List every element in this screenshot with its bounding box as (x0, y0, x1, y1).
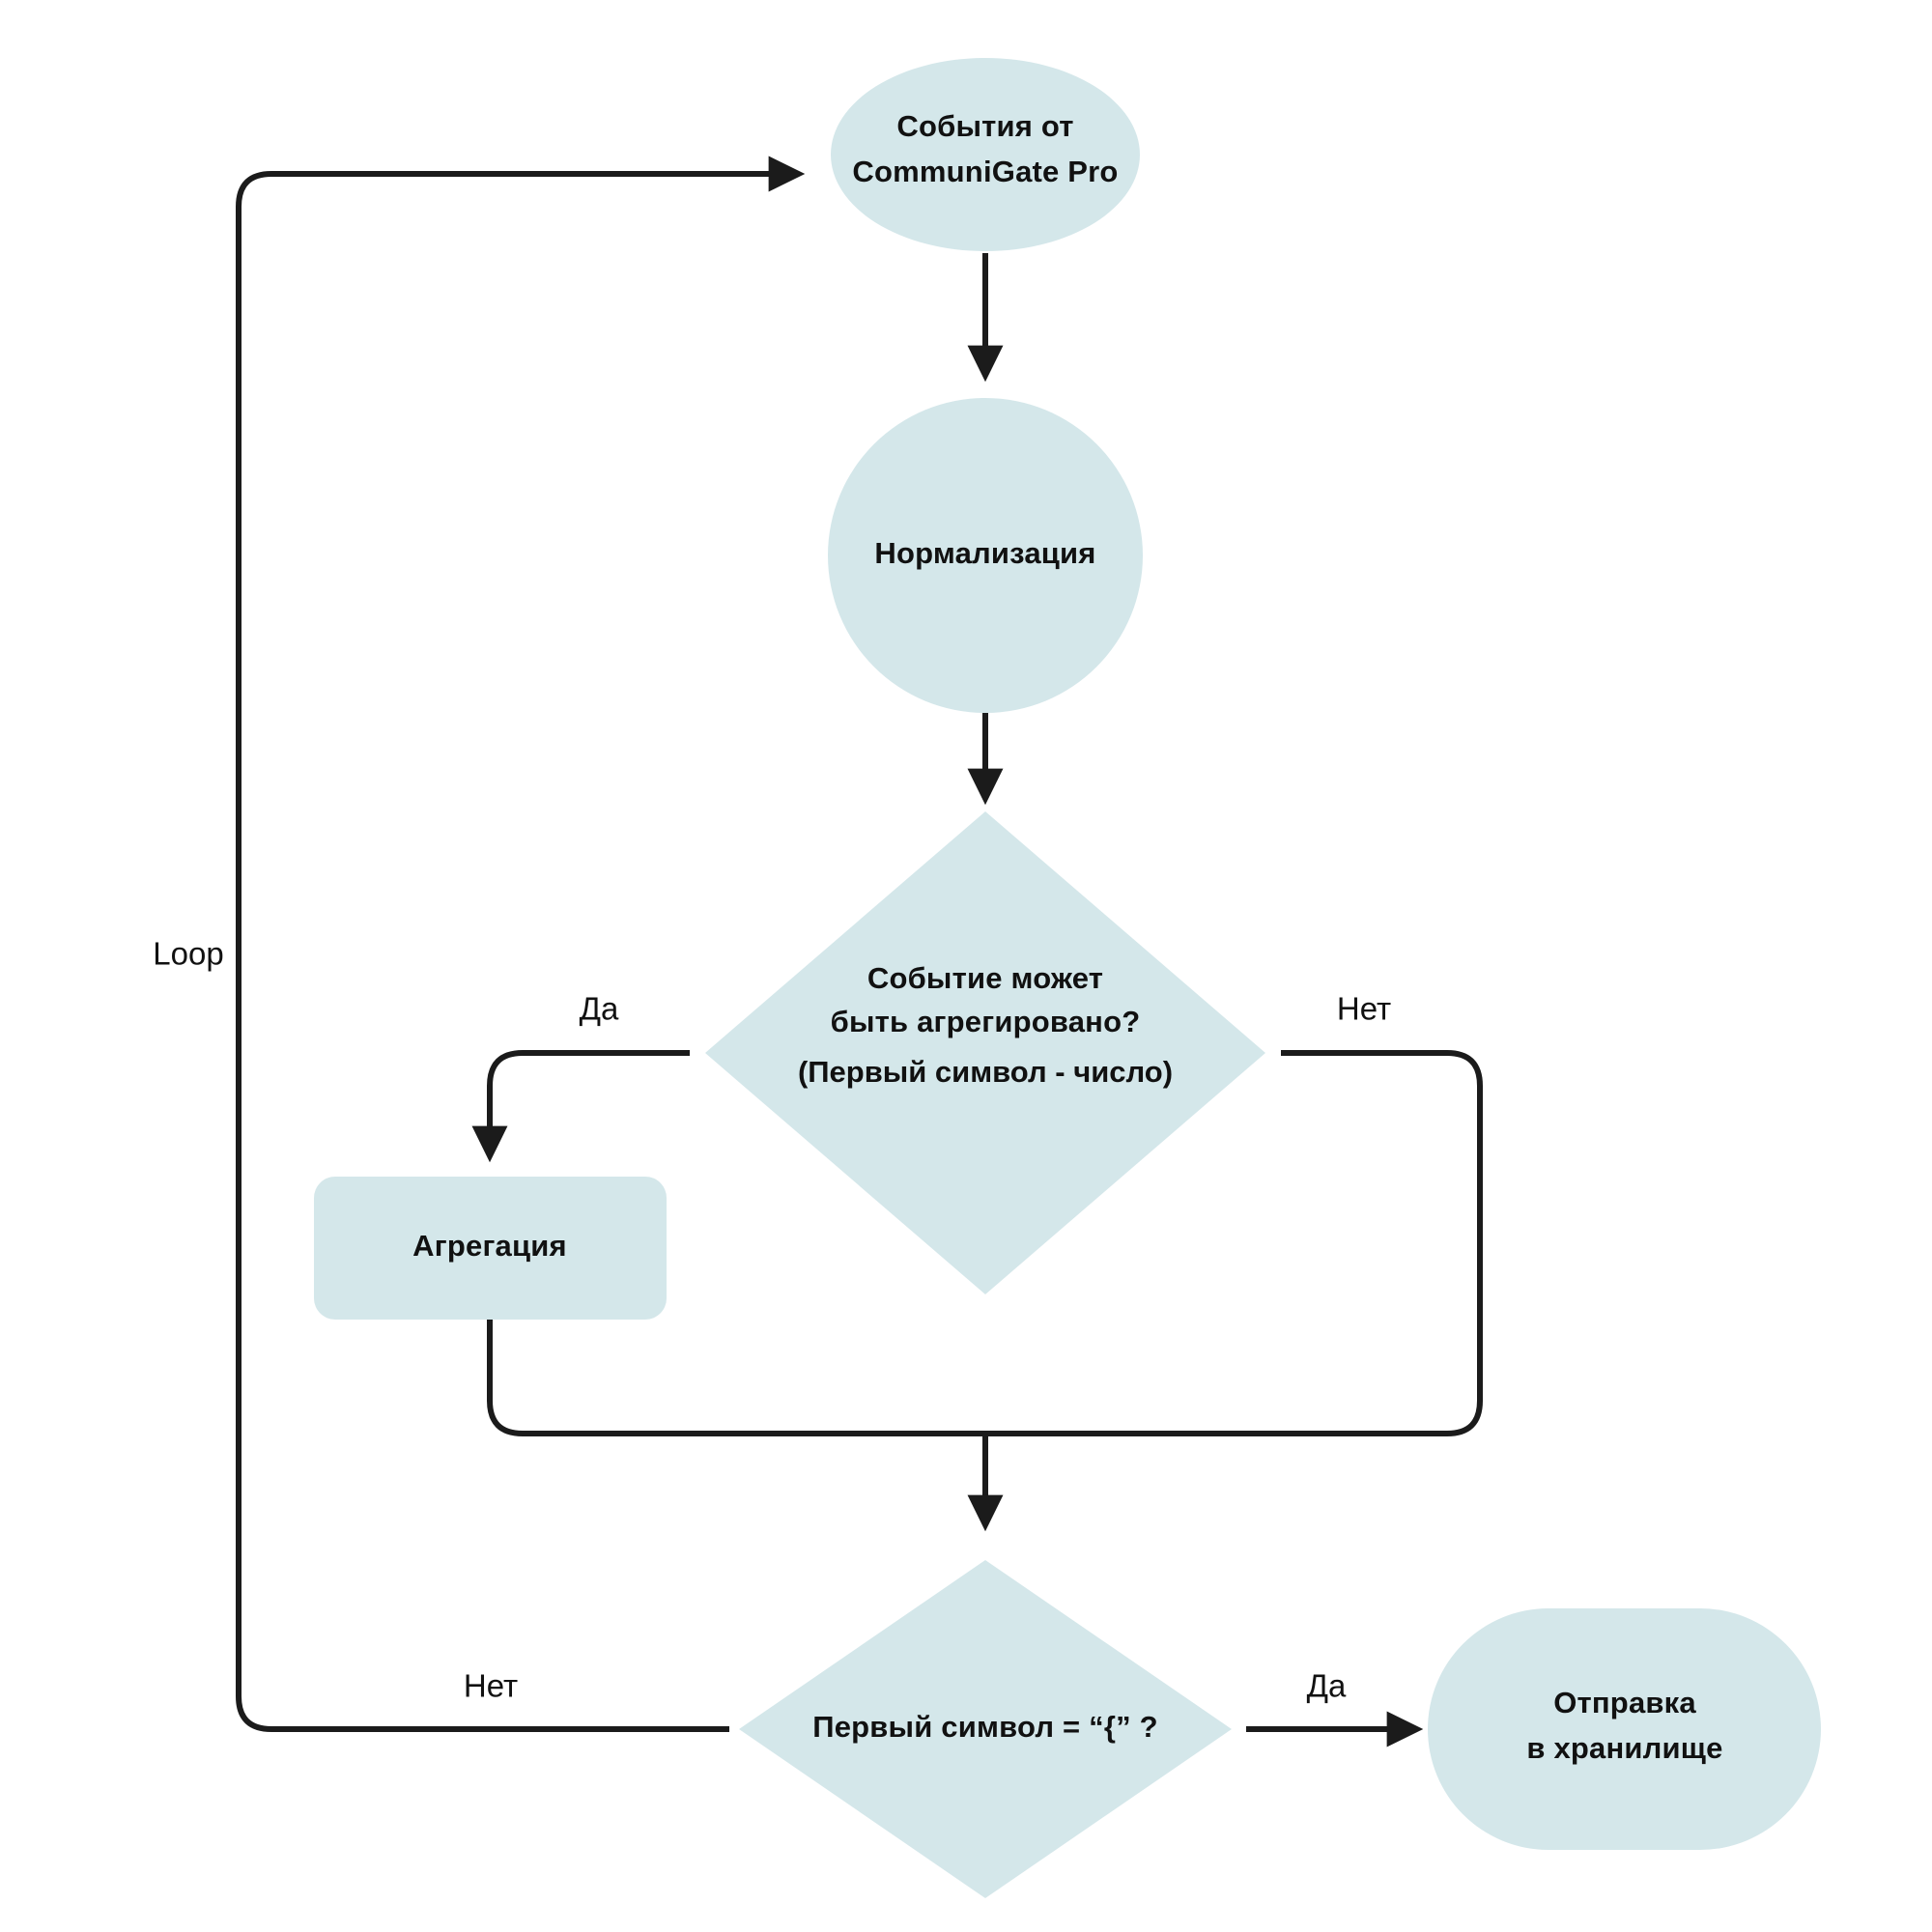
edge-label-brace-yes: Да (1307, 1668, 1347, 1704)
edge-label-brace-no: Нет (464, 1668, 518, 1704)
edge-label-loop: Loop (153, 936, 223, 972)
node-aggregation-label: Агрегация (412, 1229, 567, 1263)
node-decision-aggregate-line1: Событие может (867, 961, 1103, 995)
node-source-line2: CommuniGate Pro (852, 155, 1118, 188)
node-decision-aggregate-line2: быть агрегировано? (831, 1005, 1141, 1038)
edge-label-aggregate-yes: Да (580, 991, 619, 1027)
edge-aggregate-no (985, 1050, 1483, 1436)
node-storage[interactable]: Отправка в хранилище (1428, 1608, 1821, 1850)
node-decision-aggregate-shape (705, 811, 1265, 1294)
node-source-line1: События от (896, 109, 1073, 143)
node-storage-line2: в хранилище (1526, 1731, 1722, 1765)
node-decision-aggregate-note: (Первый символ - число) (798, 1055, 1173, 1089)
node-decision-brace-label: Первый символ = “{” ? (812, 1710, 1158, 1744)
node-aggregation[interactable]: Агрегация (314, 1177, 667, 1320)
edge-loop-path (236, 156, 806, 1732)
node-source[interactable]: События от CommuniGate Pro (831, 58, 1140, 251)
node-decision-aggregate[interactable]: Событие может быть агрегировано? (Первый… (705, 811, 1265, 1294)
node-decision-brace[interactable]: Первый символ = “{” ? (739, 1560, 1232, 1898)
node-storage-shape (1428, 1608, 1821, 1850)
node-source-shape (831, 58, 1140, 251)
node-normalize-shape (828, 398, 1143, 713)
node-storage-line1: Отправка (1553, 1686, 1696, 1719)
node-normalize-label: Нормализация (874, 536, 1095, 570)
edge-aggregation-to-merge (487, 1320, 985, 1436)
node-aggregation-shape (314, 1177, 667, 1320)
node-normalize[interactable]: Нормализация (828, 398, 1143, 713)
node-decision-brace-shape (739, 1560, 1232, 1898)
edge-aggregate-yes (471, 1050, 690, 1163)
edge-label-aggregate-no: Нет (1337, 991, 1391, 1027)
